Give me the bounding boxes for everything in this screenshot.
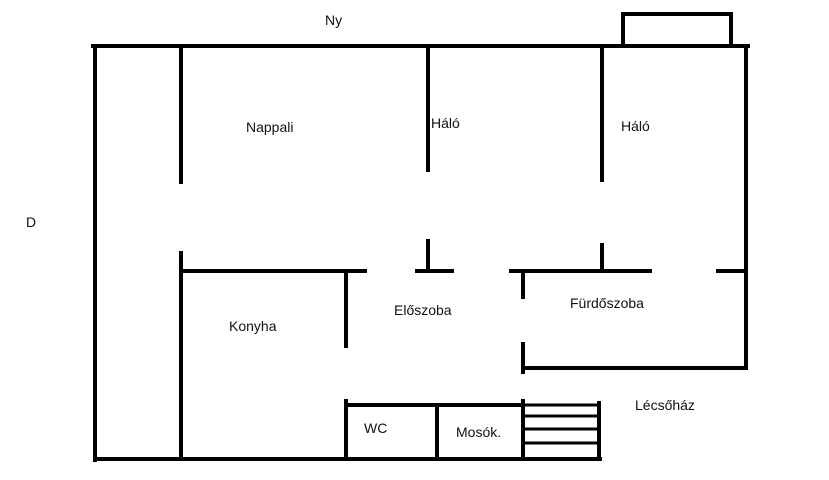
room-label-furdoszoba: Fürdőszoba (570, 295, 644, 311)
interior-walls (179, 44, 748, 461)
room-label-wc: WC (364, 420, 387, 436)
room-label-nappali: Nappali (246, 119, 293, 135)
stairs (523, 401, 601, 461)
room-label-mosokonyha: Mosók. (456, 424, 501, 440)
compass-west-label: D (26, 214, 36, 230)
room-label-halo-1: Háló (431, 115, 460, 131)
room-label-halo-2: Háló (621, 118, 650, 134)
balcony (621, 12, 733, 48)
room-label-konyha: Konyha (229, 318, 277, 334)
room-label-eloszoba: Előszoba (394, 302, 452, 318)
room-label-lecsohaz: Lécsőház (635, 397, 695, 413)
compass-north-label: Ny (325, 12, 342, 28)
